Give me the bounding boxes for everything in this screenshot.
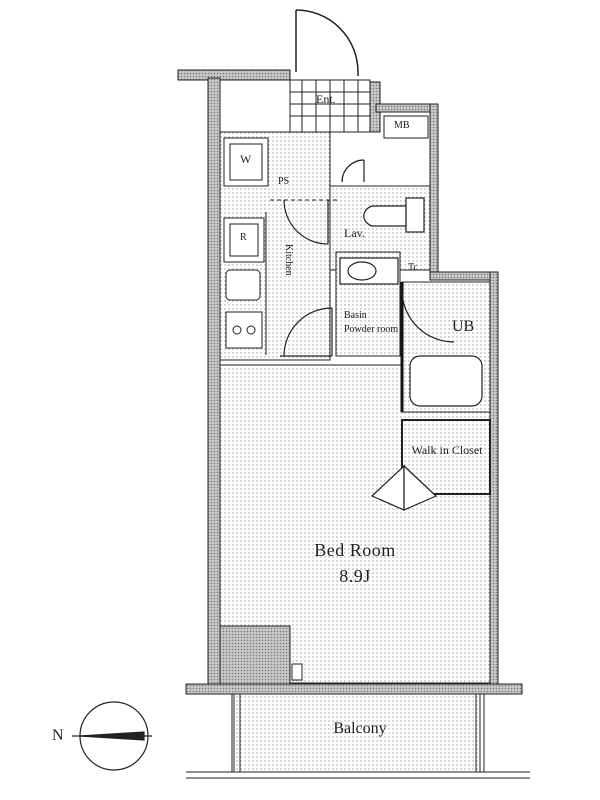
balcony-label: Balcony bbox=[333, 720, 387, 737]
meter-box bbox=[383, 115, 429, 139]
washstand bbox=[339, 257, 399, 285]
powder-room-label: Powder room bbox=[344, 324, 399, 335]
entrance-tiles bbox=[290, 80, 370, 132]
meter-box-label: MB bbox=[394, 120, 410, 131]
outer-walls bbox=[177, 69, 523, 695]
sink bbox=[225, 269, 261, 301]
refrigerator bbox=[223, 217, 265, 263]
kitchen-label: Kitchen bbox=[283, 244, 294, 276]
compass bbox=[72, 701, 152, 771]
toilet bbox=[363, 197, 425, 233]
compass-north-label: N bbox=[52, 727, 64, 744]
entrance-step-door bbox=[341, 159, 365, 183]
lavatory-door bbox=[283, 199, 329, 245]
washer bbox=[223, 137, 269, 187]
bedroom-size: 8.9J bbox=[339, 566, 371, 586]
cooktop bbox=[225, 311, 263, 349]
front-door bbox=[295, 9, 359, 76]
refrigerator-label: R bbox=[240, 232, 247, 243]
closet-label: Walk in Closet bbox=[411, 443, 483, 457]
lavatory-label: Lav. bbox=[344, 226, 365, 240]
washstand-label: Basin bbox=[344, 310, 367, 321]
column bbox=[219, 625, 291, 685]
unit-bath-label: UB bbox=[452, 318, 475, 335]
entrance-label: Ent. bbox=[316, 92, 336, 106]
closet-door bbox=[370, 464, 438, 511]
toilet-wall-label: Tc bbox=[408, 262, 418, 273]
column-notch bbox=[291, 663, 303, 681]
bathtub bbox=[409, 355, 483, 407]
unit-bath-door bbox=[401, 289, 455, 343]
bedroom-name: Bed Room bbox=[314, 540, 396, 560]
pipe-space-label: PS bbox=[278, 176, 290, 187]
kitchen-door bbox=[280, 307, 333, 357]
washer-label: W bbox=[240, 152, 252, 166]
balcony-rails bbox=[186, 694, 530, 779]
